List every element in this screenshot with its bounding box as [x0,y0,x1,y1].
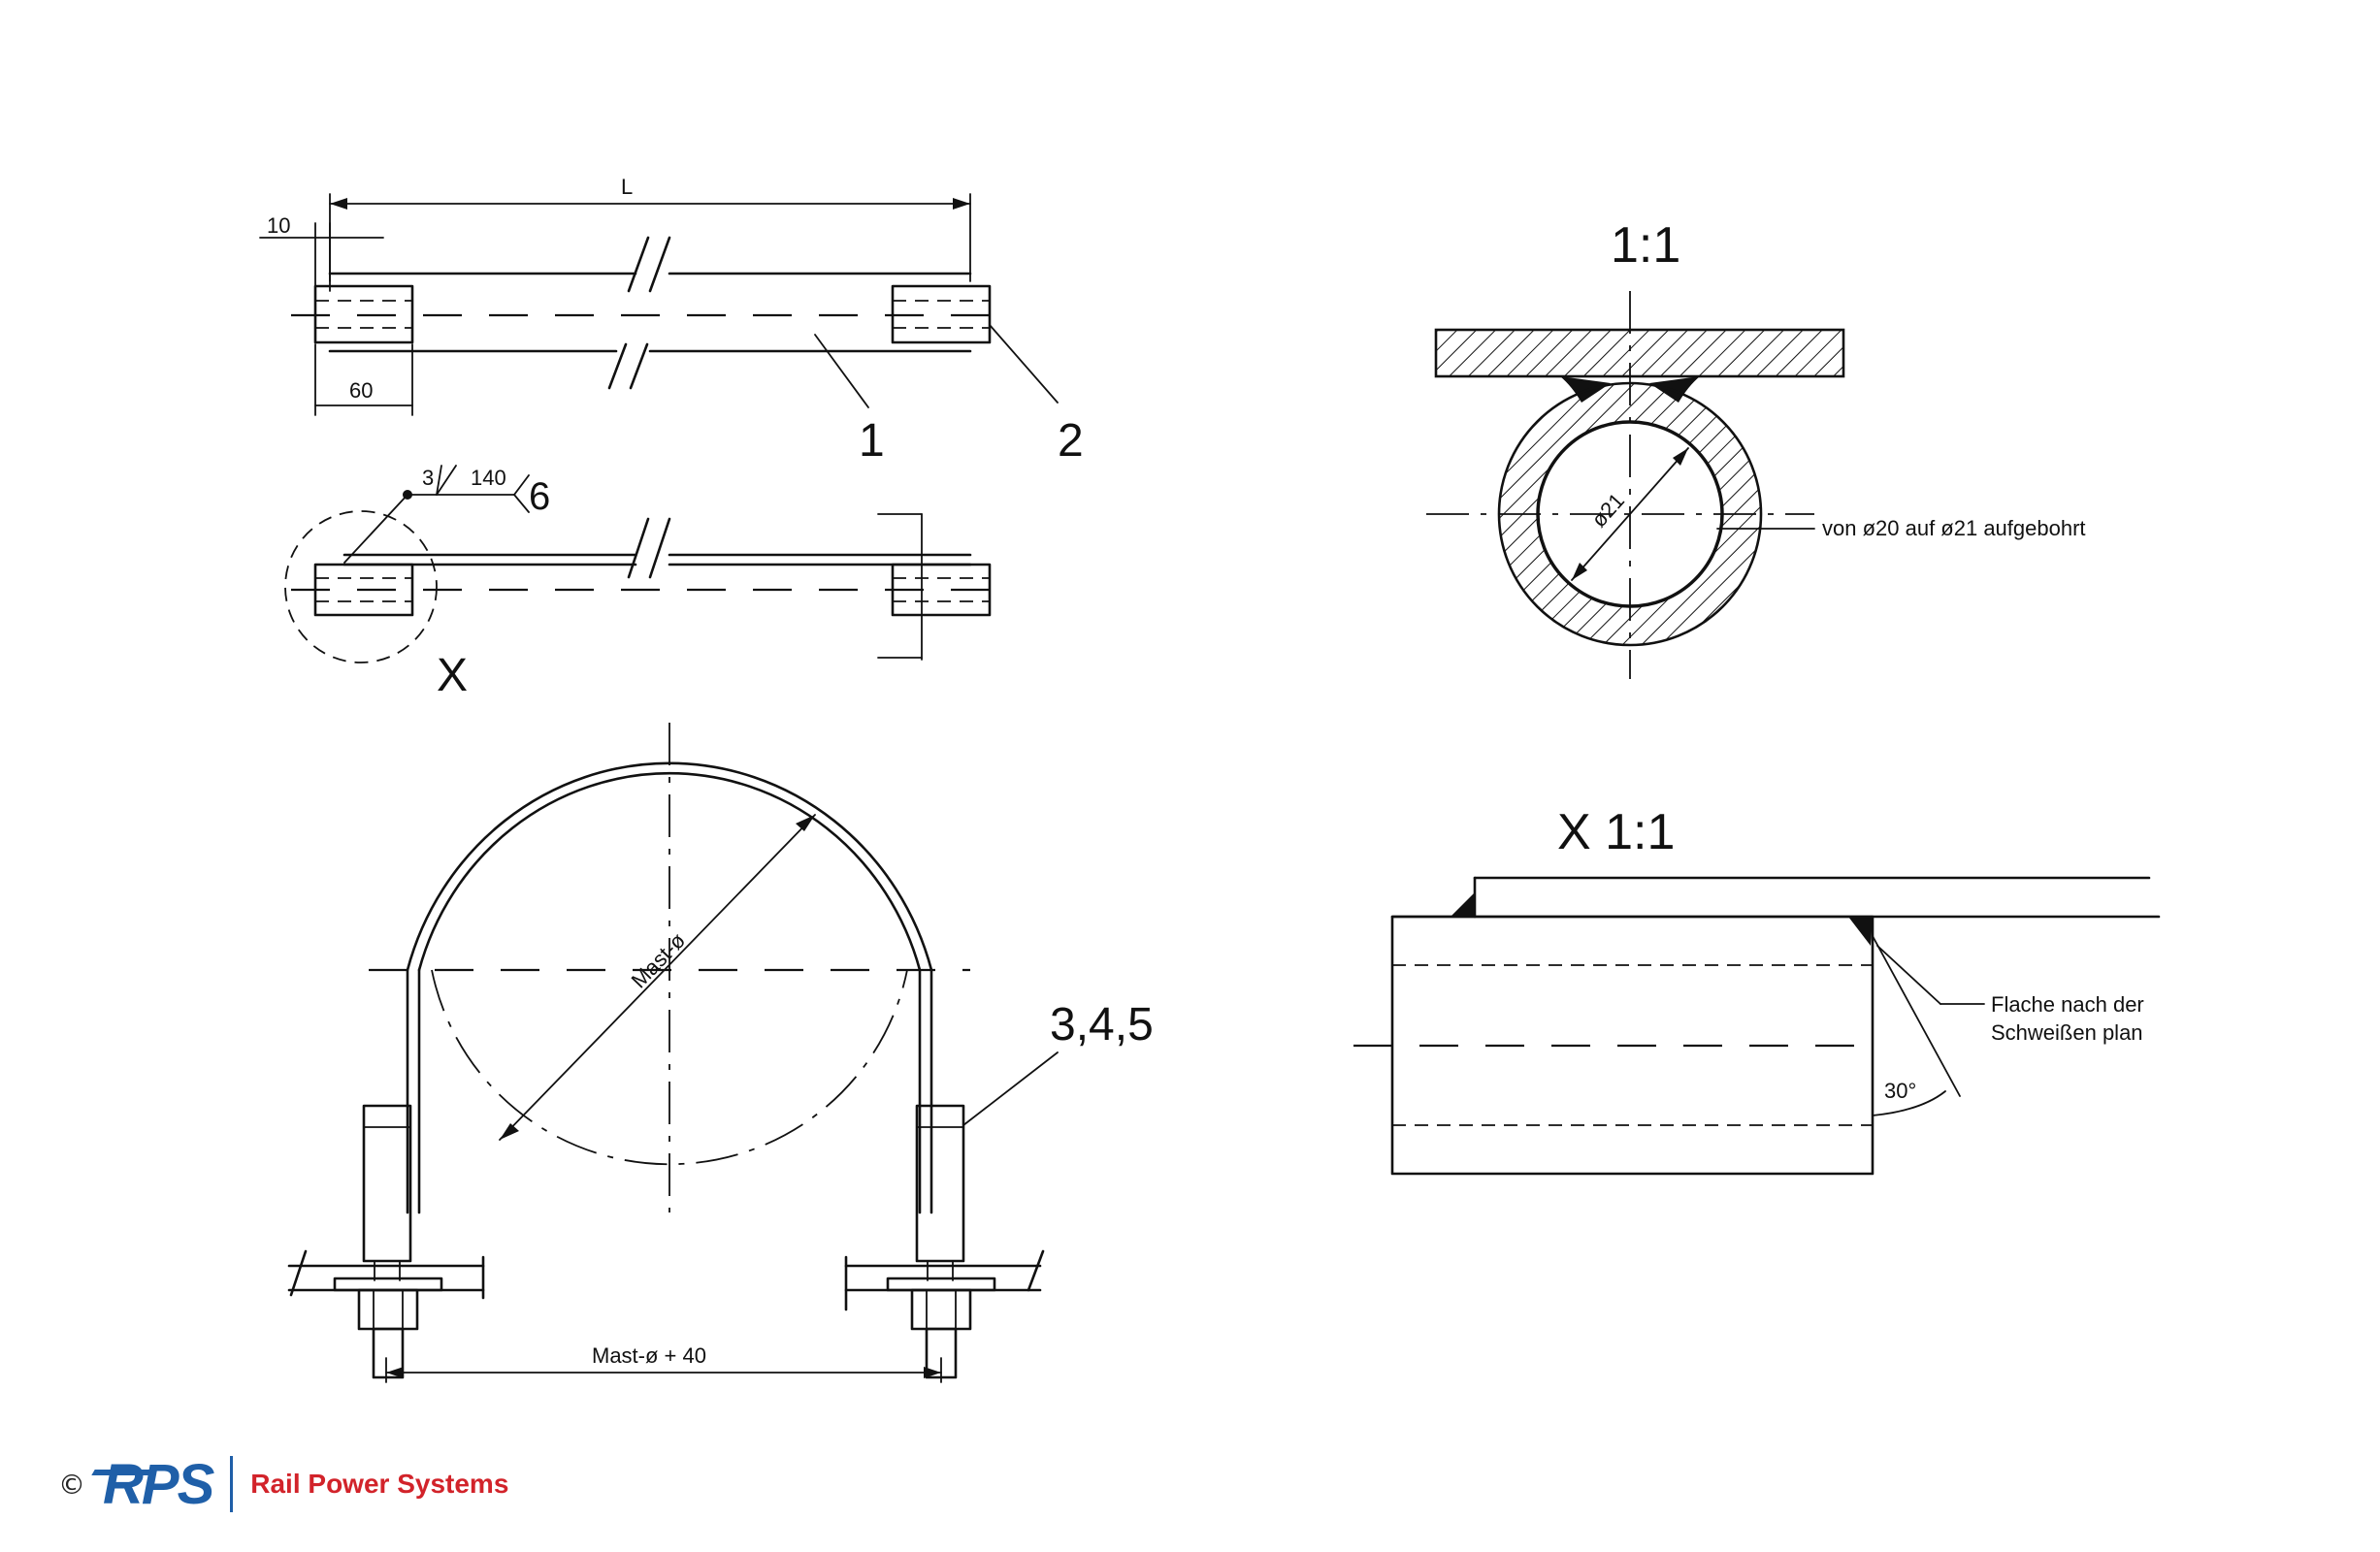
diameter-label: ø21 [1586,488,1629,532]
dim-L: L [621,175,633,199]
side-view: X 3 140 6 [284,465,1009,701]
angle-label: 30° [1884,1079,1916,1103]
detail-x-label: X [437,650,468,701]
copyright-symbol: © [58,1468,85,1501]
part-1-label: 1 [859,415,885,467]
weld-size: 3 [422,466,434,490]
part-2-label: 2 [1058,415,1084,467]
drill-note: von ø20 auf ø21 aufgebohrt [1822,516,2086,540]
weld-count: 6 [529,475,550,518]
dim-60: 60 [349,378,373,403]
section-scale-title: 1:1 [1611,217,1680,274]
mast-diameter-label: Mast-ø [627,928,691,993]
footer: © RPS Rail Power Systems [58,1445,508,1523]
top-view: L 10 60 1 2 [259,175,1084,467]
parts-345-label: 3,4,5 [1050,999,1154,1051]
flat-note-line2: Schweißen plan [1991,1020,2143,1045]
u-bolt-view: Mast-ø 3,4,5 [287,723,1154,1383]
detail-x-view: X 1:1 30° Flache nach der Schweißen plan [1353,804,2161,1176]
weld-length: 140 [471,466,506,490]
company-name: Rail Power Systems [250,1469,509,1499]
mast-plus-dimension: Mast-ø + 40 [592,1343,706,1368]
flat-note-line1: Flache nach der [1991,992,2144,1017]
detail-title: X 1:1 [1557,804,1675,860]
logo-separator [230,1456,234,1512]
dim-10: 10 [267,213,290,238]
section-view: 1:1 ø21 von ø20 auf ø21 aufgebohrt [1426,217,2086,679]
rps-logo-icon: RPS [103,1452,214,1516]
